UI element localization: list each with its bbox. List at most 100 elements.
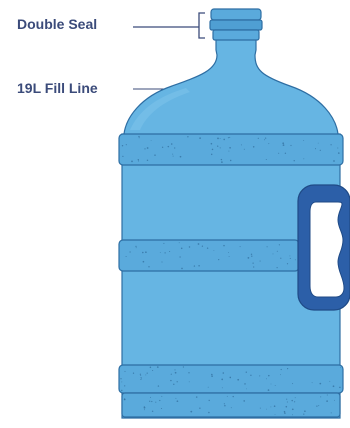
- speckle-dot: [121, 381, 122, 382]
- speckle-dot: [189, 381, 190, 382]
- speckle-dot: [294, 401, 295, 402]
- cap-top: [211, 9, 261, 20]
- speckle-dot: [161, 396, 162, 397]
- speckle-dot: [329, 381, 330, 382]
- speckle-dot: [218, 259, 219, 260]
- speckle-dot: [229, 147, 231, 149]
- speckle-dot: [147, 160, 148, 161]
- speckle-dot: [266, 378, 267, 379]
- speckle-dot: [209, 400, 210, 401]
- speckle-dot: [202, 246, 203, 247]
- speckle-dot: [145, 251, 147, 253]
- speckle-dot: [303, 158, 304, 159]
- speckle-dot: [246, 372, 247, 373]
- speckle-dot: [286, 406, 288, 408]
- speckle-dot: [303, 140, 304, 141]
- speckle-dot: [150, 397, 151, 398]
- speckle-dot: [283, 144, 285, 146]
- speckle-dot: [144, 148, 145, 149]
- speckle-dot: [222, 387, 223, 388]
- speckle-dot: [140, 374, 141, 375]
- speckle-dot: [303, 414, 304, 415]
- speckle-dot: [180, 156, 182, 158]
- speckle-dot: [148, 266, 149, 267]
- speckle-dot: [282, 142, 284, 144]
- speckle-dot: [126, 144, 127, 145]
- speckle-dot: [124, 371, 125, 372]
- speckle-dot: [168, 146, 169, 147]
- speckle-dot: [244, 149, 245, 150]
- cap-seal-ring: [210, 20, 262, 30]
- speckle-dot: [258, 138, 259, 139]
- speckle-dot: [280, 258, 281, 259]
- speckle-dot: [330, 144, 331, 145]
- speckle-dot: [295, 397, 296, 398]
- speckle-dot: [229, 256, 230, 257]
- speckle-dot: [163, 243, 164, 244]
- speckle-dot: [339, 387, 341, 389]
- speckle-dot: [259, 375, 260, 376]
- speckle-dot: [171, 374, 172, 375]
- speckle-dot: [147, 372, 148, 373]
- speckle-dot: [319, 383, 321, 385]
- speckle-dot: [129, 251, 130, 252]
- speckle-dot: [277, 267, 278, 268]
- speckle-dot: [331, 412, 332, 413]
- speckle-dot: [244, 383, 246, 385]
- speckle-dot: [281, 369, 282, 370]
- speckle-dot: [135, 246, 136, 247]
- speckle-dot: [170, 380, 171, 381]
- speckle-dot: [142, 252, 144, 254]
- speckle-dot: [228, 151, 229, 152]
- speckle-dot: [243, 400, 245, 402]
- speckle-dot: [233, 396, 234, 397]
- speckle-dot: [318, 405, 319, 406]
- speckle-dot: [177, 400, 179, 402]
- speckle-dot: [228, 252, 229, 253]
- speckle-dot: [287, 368, 288, 369]
- speckle-dot: [260, 261, 261, 262]
- speckle-dot: [145, 374, 146, 375]
- speckle-dot: [174, 147, 175, 148]
- speckle-dot: [315, 148, 316, 149]
- speckle-dot: [211, 374, 213, 376]
- speckle-dot: [229, 137, 230, 138]
- double-seal-label: Double Seal: [17, 16, 97, 32]
- speckle-dot: [224, 405, 225, 406]
- speckle-dot: [337, 147, 338, 148]
- speckle-dot: [151, 401, 152, 402]
- speckle-dot: [139, 137, 140, 138]
- speckle-dot: [212, 149, 214, 151]
- speckle-dot: [320, 150, 321, 151]
- speckle-dot: [333, 160, 335, 162]
- speckle-dot: [292, 408, 294, 410]
- speckle-dot: [151, 140, 152, 141]
- speckle-dot: [320, 396, 321, 397]
- speckle-dot: [143, 261, 145, 263]
- speckle-dot: [183, 366, 184, 367]
- speckle-dot: [251, 256, 252, 257]
- speckle-dot: [223, 139, 225, 141]
- speckle-dot: [268, 143, 269, 144]
- speckle-dot: [175, 372, 177, 374]
- speckle-dot: [334, 400, 335, 401]
- speckle-dot: [179, 256, 180, 257]
- speckle-dot: [179, 242, 180, 243]
- speckle-dot: [280, 374, 281, 375]
- speckle-dot: [158, 385, 159, 386]
- speckle-dot: [237, 379, 239, 381]
- speckle-dot: [144, 407, 146, 409]
- speckle-dot: [266, 409, 267, 410]
- speckle-dot: [161, 261, 162, 262]
- speckle-dot: [278, 153, 279, 154]
- speckle-dot: [228, 137, 229, 138]
- speckle-dot: [338, 152, 340, 154]
- speckle-dot: [177, 381, 178, 382]
- speckle-dot: [211, 375, 213, 377]
- speckle-dot: [318, 143, 319, 144]
- speckle-dot: [221, 379, 223, 381]
- speckle-dot: [275, 414, 276, 415]
- neck-and-cap: [210, 9, 262, 40]
- speckle-dot: [190, 411, 192, 413]
